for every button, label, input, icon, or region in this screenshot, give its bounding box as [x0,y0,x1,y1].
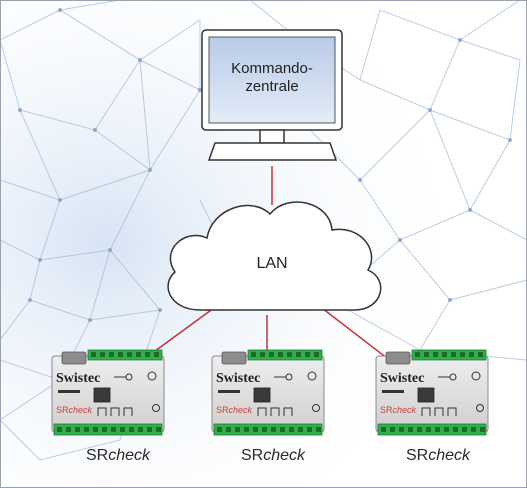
ethernet-port [417,387,435,403]
terminal-block-top [247,349,323,361]
power-symbol [307,371,317,381]
device-caption-3: SRcheck [405,447,471,464]
link-cloud-device-3 [317,304,393,363]
device-brand: Swistec [380,371,424,386]
device-brand: Swistec [216,371,260,386]
serial-port [385,351,411,365]
computer-icon: Kommando- zentrale [201,29,343,161]
ethernet-port [93,387,111,403]
device-brand: Swistec [56,371,100,386]
card-slot [382,390,404,393]
terminal-block-bottom [213,423,323,436]
terminal-block-top [87,349,163,361]
serial-port [221,351,247,365]
cloud-icon: LAN [167,201,382,311]
device-group: SwistecSRcheckSwistecSRcheckSwistecSRche… [51,349,489,436]
monitor-screen [208,36,336,124]
device-caption-2: SRcheck [240,447,306,464]
device-caption-1: SRcheck [85,447,151,464]
device-model-label: SRcheck [380,405,417,415]
terminal-block-bottom [377,423,487,436]
power-symbol [471,371,481,381]
card-slot [58,390,80,393]
device-model-label: SRcheck [216,405,253,415]
terminal-block-top [411,349,487,361]
computer-label-line1: Kommando- [231,60,313,77]
terminal-block-bottom [53,423,163,436]
serial-port [61,351,87,365]
device-model-label: SRcheck [56,405,93,415]
computer-label-line2: zentrale [245,78,298,95]
cloud-label: LAN [256,255,287,272]
ethernet-port [253,387,271,403]
card-slot [218,390,240,393]
power-symbol [147,371,157,381]
